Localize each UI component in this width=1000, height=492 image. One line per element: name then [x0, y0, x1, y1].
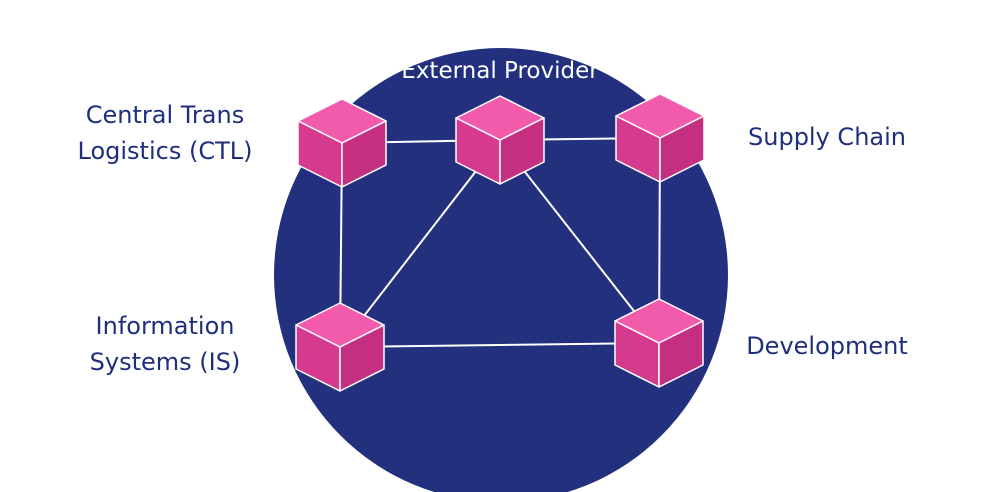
external-provider-cube-icon — [455, 95, 545, 185]
cube-right-face — [339, 324, 385, 392]
cube-right-face — [659, 115, 705, 183]
cube-right-face — [341, 120, 387, 188]
is-label-line2: Systems (IS) — [89, 348, 241, 376]
information-systems-label: Information Systems (IS) — [40, 308, 290, 380]
ctl-cube-icon — [297, 98, 387, 188]
connector-line-external-provider-information-systems — [339, 139, 501, 348]
cube-right-face — [499, 117, 545, 185]
network-circle — [274, 48, 728, 492]
ctl-label: Central Trans Logistics (CTL) — [40, 97, 290, 169]
external-provider-text: External Provider — [401, 58, 599, 84]
connector-line-external-provider-development — [499, 139, 660, 344]
information-systems-cube-icon — [295, 302, 385, 392]
nodes-layer — [295, 93, 705, 392]
cube-right-face — [658, 320, 704, 388]
is-label-line1: Information — [95, 312, 235, 340]
external-provider-label: External Provider — [335, 54, 665, 88]
ctl-label-line1: Central Trans — [85, 101, 245, 129]
supply-chain-label: Supply Chain — [712, 119, 942, 155]
development-cube-icon — [614, 298, 704, 388]
connector-line-information-systems-development — [339, 342, 660, 348]
development-label: Development — [712, 328, 942, 364]
development-text: Development — [746, 332, 908, 360]
supply-chain-text: Supply Chain — [748, 123, 906, 151]
ctl-label-line2: Logistics (CTL) — [77, 137, 253, 165]
supply-chain-cube-icon — [615, 93, 705, 183]
